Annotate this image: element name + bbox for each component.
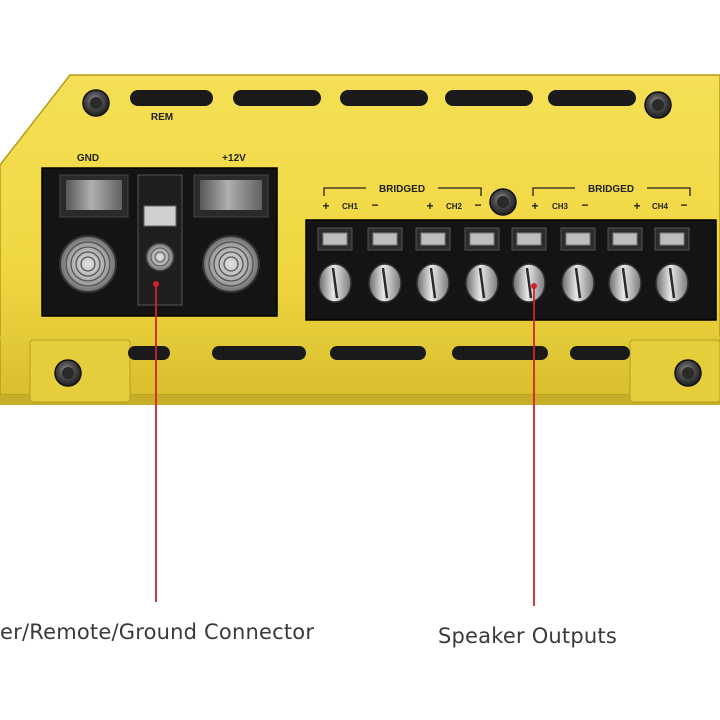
speaker-terminal-block — [305, 219, 717, 321]
leader-dot-power — [153, 281, 159, 287]
ch3-minus: − — [581, 198, 588, 212]
screw-center — [489, 188, 517, 216]
ch1-minus: − — [371, 198, 378, 212]
vent-slots-bottom — [128, 346, 630, 360]
screw-bottom-right — [674, 359, 702, 387]
speaker-terminal-ch1-negative[interactable] — [367, 227, 403, 303]
power-connector-caption: er/Remote/Ground Connector — [0, 620, 315, 644]
leader-dot-speaker — [531, 283, 537, 289]
speaker-terminal-ch2-negative[interactable] — [464, 227, 500, 303]
ch4-plus: + — [633, 199, 640, 213]
gnd-label: GND — [77, 153, 99, 164]
bridged-label-1: BRIDGED — [379, 184, 425, 195]
ch2-name: CH2 — [446, 202, 463, 211]
screw-top-left — [82, 89, 110, 117]
speaker-terminal-ch4-positive[interactable] — [607, 227, 643, 303]
ch1-name: CH1 — [342, 202, 359, 211]
remote-terminal[interactable] — [137, 174, 183, 306]
ch2-plus: + — [426, 199, 433, 213]
bridged-marker-2: BRIDGED — [532, 184, 691, 196]
power-12v-terminal[interactable] — [193, 174, 269, 293]
screw-bottom-left — [54, 359, 82, 387]
ch3-name: CH3 — [552, 202, 569, 211]
ch3-plus: + — [531, 199, 538, 213]
rem-label: REM — [151, 112, 173, 123]
ch4-minus: − — [680, 198, 687, 212]
speaker-terminal-ch4-negative[interactable] — [654, 227, 690, 303]
ground-terminal[interactable] — [59, 174, 129, 293]
power-label: +12V — [222, 153, 246, 164]
bridged-marker-1: BRIDGED — [323, 184, 482, 196]
screw-top-right — [644, 91, 672, 119]
ch4-name: CH4 — [652, 202, 669, 211]
speaker-outputs-caption: Speaker Outputs — [438, 624, 617, 648]
speaker-terminal-ch3-positive[interactable] — [511, 227, 547, 303]
speaker-terminal-ch1-positive[interactable] — [317, 227, 353, 303]
speaker-terminal-ch2-positive[interactable] — [415, 227, 451, 303]
vent-slots-top — [130, 90, 636, 106]
ch2-minus: − — [474, 198, 481, 212]
channel-labels: + CH1 − + CH2 − + CH3 − + CH4 − — [322, 198, 687, 213]
leader-lines — [153, 281, 537, 606]
speaker-terminal-ch3-negative[interactable] — [560, 227, 596, 303]
ch1-plus: + — [322, 199, 329, 213]
bridged-label-2: BRIDGED — [588, 184, 634, 195]
power-terminal-block — [41, 167, 278, 317]
